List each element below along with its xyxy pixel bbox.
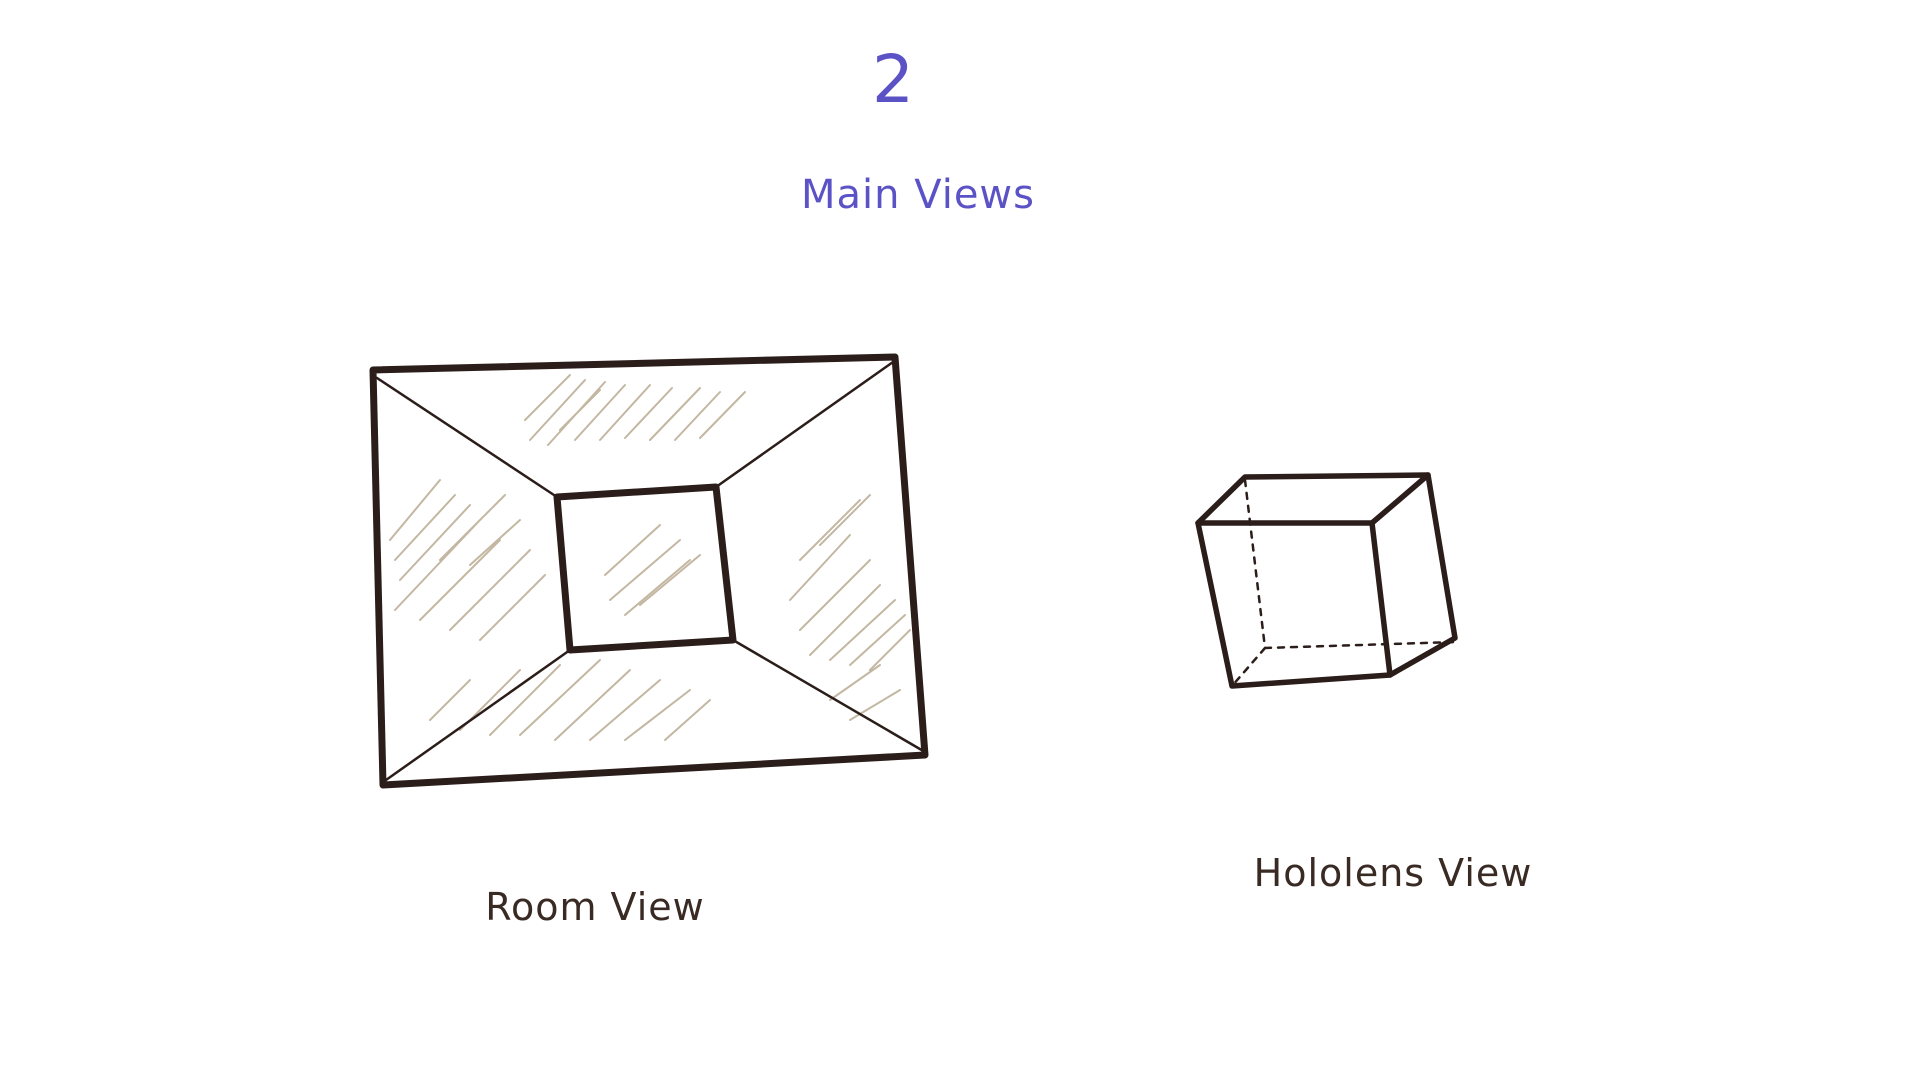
cube-right-face <box>1387 472 1458 678</box>
room-view-label: Room View <box>485 885 704 929</box>
page-number: 2 <box>872 41 914 118</box>
page-title: Main Views <box>801 172 1035 218</box>
cube-top-face <box>1195 472 1431 526</box>
room-outer-frame <box>369 353 929 789</box>
cube-hidden-edges <box>1230 478 1457 688</box>
room-back-wall <box>553 483 737 654</box>
cube-icon <box>1195 472 1458 689</box>
cube-front-face <box>1195 520 1393 689</box>
room-hatching <box>389 374 911 741</box>
room-diagonals <box>375 360 927 782</box>
room-perspective-icon <box>369 353 929 789</box>
hololens-view-label: Hololens View <box>1254 851 1533 895</box>
